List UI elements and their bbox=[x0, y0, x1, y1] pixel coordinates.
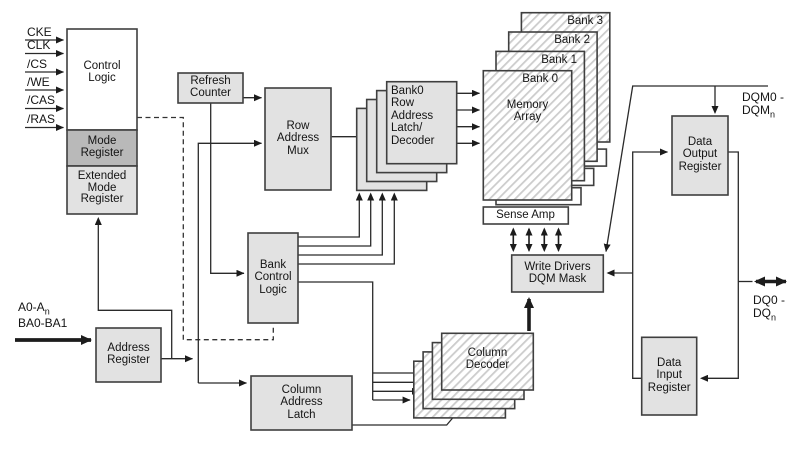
sense-amp-label: Sense Amp bbox=[496, 208, 555, 221]
cke-label: CKE bbox=[27, 24, 52, 39]
sense-amp-box bbox=[482, 206, 570, 225]
bank-control-logic-box bbox=[247, 232, 299, 324]
data-input-register-box bbox=[640, 336, 698, 416]
dq-paths bbox=[606, 148, 753, 382]
address-register-box bbox=[95, 327, 162, 383]
column-decoder-label: Column Decoder bbox=[465, 347, 510, 372]
row-address-mux-box bbox=[264, 87, 332, 191]
dqm-paths bbox=[603, 85, 768, 252]
cs-label: /CS bbox=[27, 56, 48, 71]
control-logic-label: Control Logic bbox=[83, 60, 121, 85]
data-io-paths bbox=[509, 227, 562, 331]
signal-wires bbox=[25, 36, 64, 131]
data-output-register-label: Data Output Register bbox=[678, 136, 722, 173]
memory-bank-stack bbox=[482, 11, 611, 225]
bank2-label: Bank 2 bbox=[554, 34, 590, 46]
bank0-memory-box bbox=[482, 69, 573, 201]
write-drivers-box bbox=[510, 254, 605, 293]
address-register-label: Address Register bbox=[107, 342, 150, 367]
clk-label: CLK bbox=[27, 38, 51, 52]
refresh-counter-box bbox=[177, 72, 244, 104]
data-input-register-label: Data Input Register bbox=[647, 357, 691, 394]
refresh-counter-label: Refresh Counter bbox=[190, 75, 231, 100]
ras-label: /RAS bbox=[27, 112, 56, 126]
bank-control-logic-label: Bank Control Logic bbox=[254, 259, 292, 296]
bank0-row-latch-label: Bank0 Row Address Latch/ Decoder bbox=[391, 85, 435, 147]
data-output-register-box bbox=[671, 115, 729, 196]
extended-mode-register-label: Extended Mode Register bbox=[77, 170, 127, 206]
column-decoder-box bbox=[440, 332, 535, 391]
address-paths bbox=[94, 94, 357, 387]
dqm-label: DQM0 -DQMn bbox=[742, 90, 784, 120]
column-decoder-stack bbox=[412, 332, 535, 419]
row-latch-stack bbox=[355, 80, 458, 192]
write-drivers-label: Write Drivers DQM Mask bbox=[524, 261, 591, 286]
extended-mode-register-box bbox=[66, 165, 138, 215]
bank0-label: Bank 0 bbox=[522, 73, 558, 85]
we-label: /WE bbox=[27, 74, 50, 89]
mode-register-label: Mode Register bbox=[80, 135, 124, 160]
row-decode-paths bbox=[456, 89, 480, 147]
column-address-latch-label: Column Address Latch bbox=[280, 384, 323, 421]
mode-control-dashed-path bbox=[137, 116, 274, 341]
column-address-latch-box bbox=[250, 375, 353, 431]
memory-array-label: Memory Array bbox=[506, 99, 549, 124]
row-address-mux-label: Row Address Mux bbox=[276, 120, 320, 157]
bank3-label: Bank 3 bbox=[567, 14, 603, 27]
mode-register-box bbox=[66, 129, 138, 167]
cas-label: /CAS bbox=[27, 93, 56, 107]
bank1-label: Bank 1 bbox=[541, 53, 577, 66]
bus-arrows bbox=[15, 276, 787, 345]
dq-label: DQ0 -DQn bbox=[753, 293, 786, 323]
bank0-row-latch-box bbox=[385, 80, 458, 165]
